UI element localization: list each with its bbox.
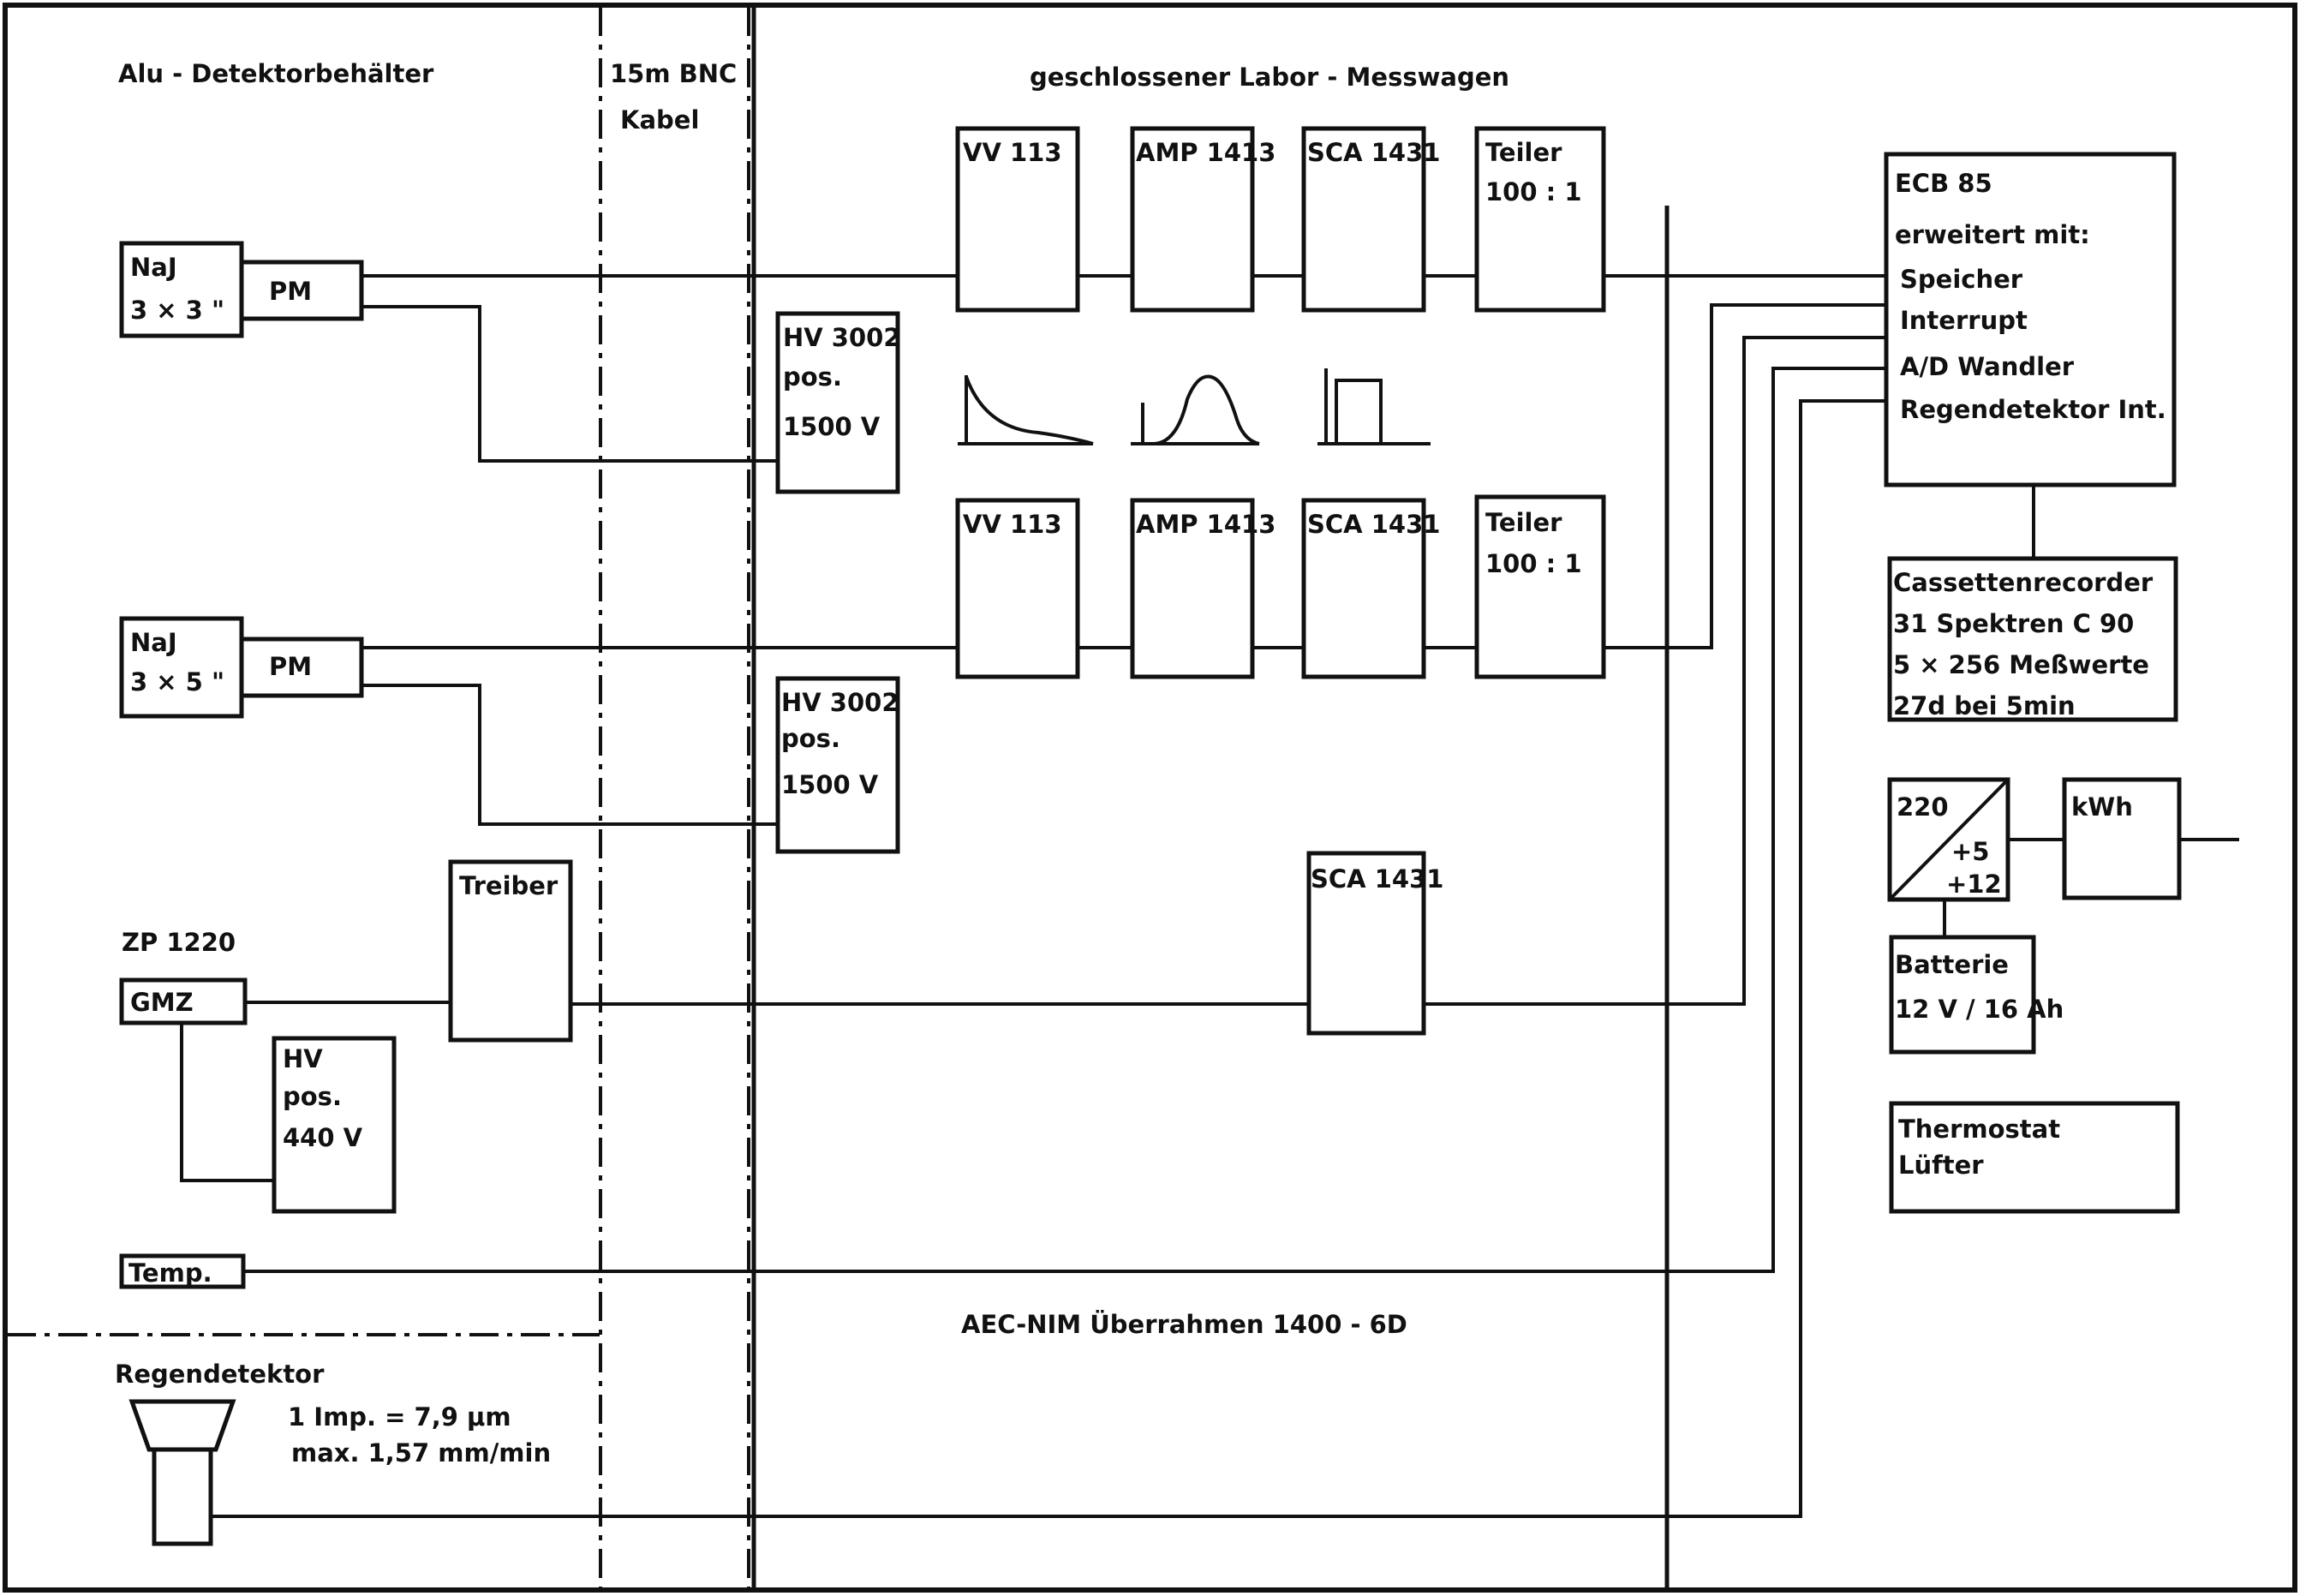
- wire-rain-ecb: [206, 399, 1886, 1518]
- naj1-label-2: 3 × 3 ": [130, 296, 224, 325]
- sca1431-label-1: SCA 1431: [1307, 138, 1440, 167]
- pm2-label: PM: [269, 652, 312, 681]
- pm1-box[interactable]: [239, 260, 364, 321]
- zp-label: ZP 1220: [122, 928, 236, 957]
- rain-title: Regendetektor: [115, 1360, 325, 1389]
- wire-sca3-ecb: [1424, 336, 1886, 1006]
- teiler-label-1a: Teiler: [1485, 138, 1562, 167]
- hv3002-label-1b: pos.: [783, 362, 842, 392]
- lab-label: geschlossener Labor - Messwagen: [1030, 63, 1509, 92]
- vv113-label-1: VV 113: [963, 138, 1062, 167]
- ecb85-title: ECB 85: [1895, 169, 1992, 198]
- wire-pm1-hv1: [361, 305, 778, 463]
- teiler-label-2a: Teiler: [1485, 508, 1562, 537]
- ecb85-line-5: Regendetektor Int.: [1900, 395, 2166, 424]
- cassette-line-4: 27d bei 5min: [1893, 691, 2076, 720]
- vv113-box-2[interactable]: [955, 498, 1080, 679]
- hv-gmz-label-2: pos.: [283, 1082, 342, 1111]
- temp-box[interactable]: [119, 1253, 246, 1289]
- pm2-box[interactable]: [239, 637, 364, 698]
- hv3002-label-2b: pos.: [781, 724, 840, 753]
- hv3002-box-1[interactable]: [775, 311, 900, 494]
- sca1431-box-2[interactable]: [1301, 498, 1426, 679]
- wire-gmz-hv: [180, 1021, 274, 1182]
- outer-frame: [3, 3, 2297, 1593]
- pm1-label: PM: [269, 277, 312, 306]
- amp1413-box-2[interactable]: [1130, 498, 1255, 679]
- treiber-box[interactable]: [448, 859, 573, 1043]
- wire-temp-ecb: [243, 367, 1886, 1273]
- naj1-label-1: NaJ: [130, 253, 177, 282]
- ecb85-line-3: Interrupt: [1900, 306, 2028, 335]
- ecb85-line-4: A/D Wandler: [1900, 352, 2075, 381]
- hv-gmz-label-1: HV: [283, 1044, 323, 1073]
- thermostat-line-1: Thermostat: [1898, 1115, 2060, 1144]
- hv3002-label-2c: 1500 V: [781, 770, 879, 799]
- treiber-label: Treiber: [459, 871, 559, 900]
- battery-line-2: 12 V / 16 Ah: [1895, 995, 2064, 1024]
- shaped-pulse-icon: [1131, 374, 1260, 445]
- sca1431-box-3[interactable]: [1306, 851, 1426, 1036]
- vv113-label-2: VV 113: [963, 510, 1062, 539]
- gmz-label: GMZ: [130, 988, 194, 1017]
- naj2-label-1: NaJ: [130, 628, 177, 657]
- hv3002-label-1a: HV 3002: [783, 323, 901, 352]
- ecb85-box[interactable]: [1884, 152, 2177, 487]
- thermostat-line-2: Lüfter: [1898, 1151, 1984, 1180]
- wire-pm2-hv2: [361, 684, 778, 826]
- rain-spec-2: max. 1,57 mm/min: [291, 1438, 551, 1467]
- battery-box[interactable]: [1889, 935, 2036, 1055]
- amp1413-label-2: AMP 1413: [1136, 510, 1275, 539]
- naj2-crystal[interactable]: [119, 616, 244, 719]
- thermostat-box[interactable]: [1889, 1101, 2180, 1214]
- psu-out-2: +12: [1946, 870, 2002, 899]
- teiler-label-1b: 100 : 1: [1485, 177, 1582, 206]
- teiler-box-1[interactable]: [1474, 126, 1606, 313]
- cable-label-2: Kabel: [620, 105, 699, 134]
- naj1-crystal[interactable]: [119, 241, 244, 338]
- wire-teiler2-ecb: [1604, 303, 1886, 649]
- hv3002-label-1c: 1500 V: [783, 412, 881, 441]
- gmz-box[interactable]: [119, 977, 248, 1025]
- cassette-line-1: Cassettenrecorder: [1893, 568, 2154, 597]
- cassette-line-2: 31 Spektren C 90: [1893, 609, 2134, 638]
- battery-line-1: Batterie: [1895, 950, 2009, 979]
- temp-label: Temp.: [128, 1258, 212, 1288]
- sca1431-label-3: SCA 1431: [1311, 864, 1443, 894]
- vv113-box-1[interactable]: [955, 126, 1080, 313]
- container-label: Alu - Detektorbehälter: [118, 59, 434, 88]
- teiler-box-2[interactable]: [1474, 494, 1606, 679]
- rain-spec-1: 1 Imp. = 7,9 μm: [288, 1402, 511, 1432]
- psu-in: 220: [1897, 792, 1949, 822]
- psu-diagonal: [1888, 778, 2010, 901]
- hv-gmz-box[interactable]: [272, 1036, 397, 1214]
- amp1413-label-1: AMP 1413: [1136, 138, 1275, 167]
- logic-pulse-icon: [1317, 368, 1431, 445]
- kwh-box[interactable]: [2062, 777, 2182, 900]
- hv3002-box-2[interactable]: [775, 676, 900, 854]
- hv3002-label-2a: HV 3002: [781, 688, 899, 717]
- preamp-pulse-icon: [958, 375, 1094, 445]
- sca1431-box-1[interactable]: [1301, 126, 1426, 313]
- cassette-line-3: 5 × 256 Meßwerte: [1893, 650, 2149, 679]
- sca1431-label-2: SCA 1431: [1307, 510, 1440, 539]
- amp1413-box-1[interactable]: [1130, 126, 1255, 313]
- ecb85-line-1: erweitert mit:: [1895, 220, 2090, 249]
- teiler-label-2b: 100 : 1: [1485, 549, 1582, 578]
- hv-gmz-label-3: 440 V: [283, 1123, 363, 1152]
- nim-label: AEC-NIM Überrahmen 1400 - 6D: [961, 1310, 1407, 1339]
- psu-out-1: +5: [1951, 837, 1989, 866]
- rain-funnel-icon: [128, 1399, 236, 1546]
- ecb85-line-2: Speicher: [1900, 265, 2023, 294]
- cassette-box[interactable]: [1887, 556, 2178, 722]
- kwh-label: kWh: [2071, 792, 2133, 822]
- cable-label-1: 15m BNC: [610, 59, 737, 88]
- naj2-label-2: 3 × 5 ": [130, 667, 224, 696]
